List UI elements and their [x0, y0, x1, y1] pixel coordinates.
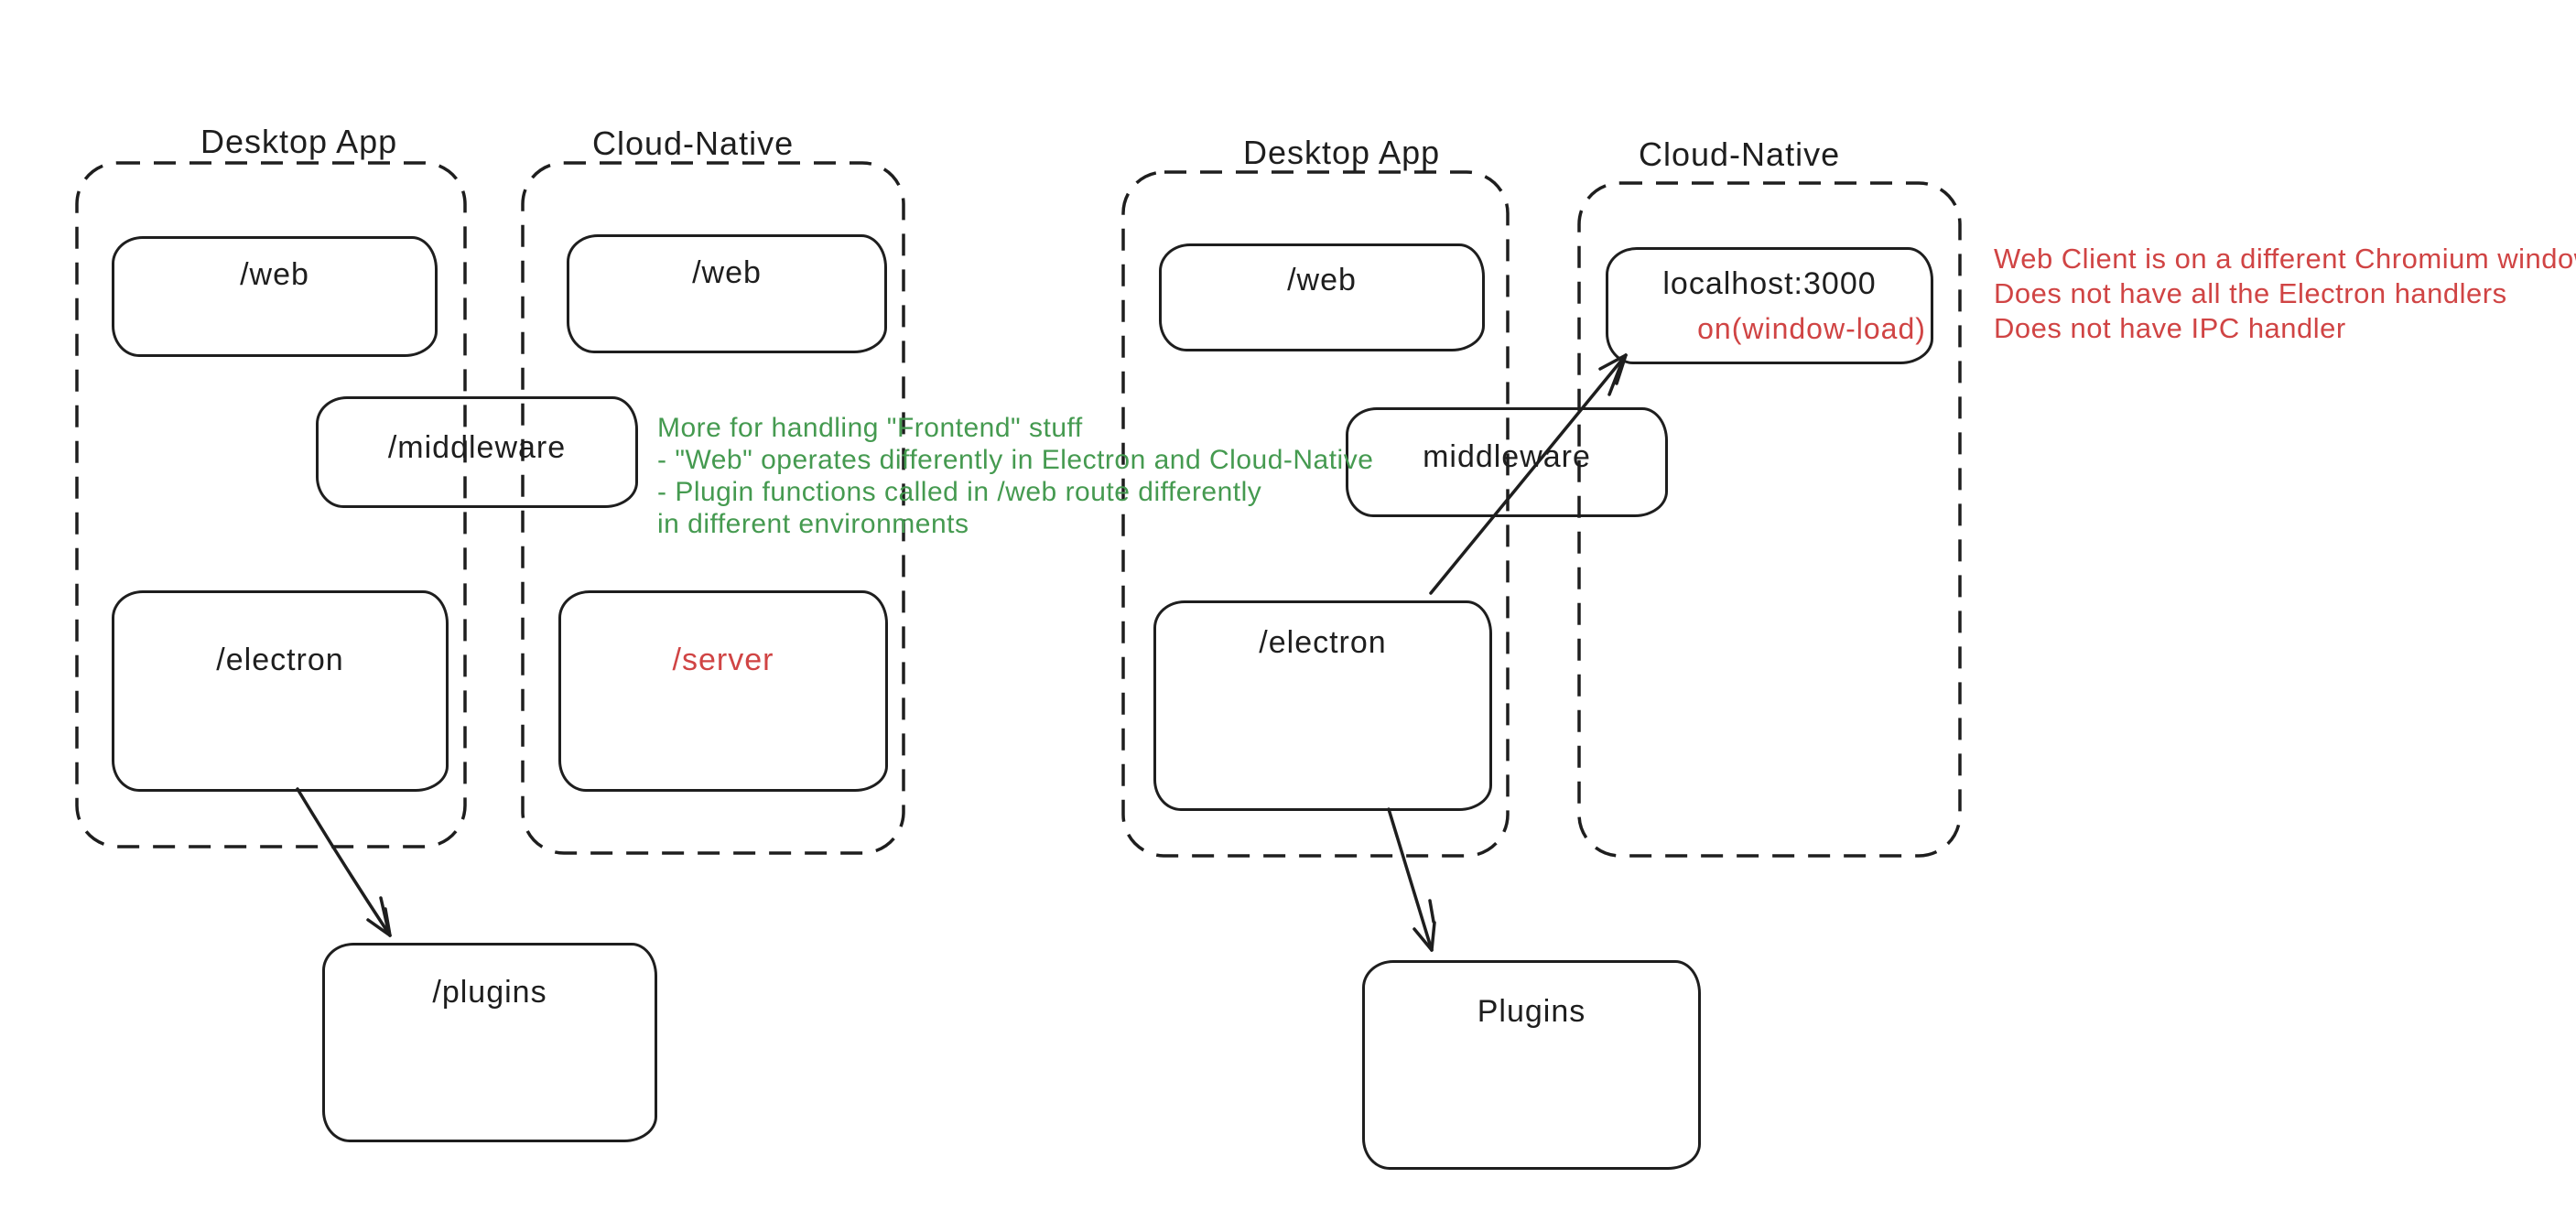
left-node-web-desktop: /web: [112, 236, 438, 357]
right-node-web-desktop-label: /web: [1287, 263, 1357, 297]
left-node-plugins-label: /plugins: [432, 975, 547, 1010]
right-cloud-container-label: Cloud-Native: [1639, 135, 1841, 173]
red-note-line-3: Does not have IPC handler: [1994, 312, 2346, 344]
red-note-line-1: Web Client is on a different Chromium wi…: [1994, 243, 2576, 275]
left-node-web-desktop-label: /web: [240, 257, 309, 292]
green-note-line-1: More for handling "Frontend" stuff: [657, 413, 1083, 443]
left-desktop-container-label: Desktop App: [200, 123, 398, 160]
left-cloud-container-label: Cloud-Native: [592, 124, 795, 162]
right-node-electron-label: /electron: [1259, 625, 1387, 660]
left-node-plugins: /plugins: [322, 943, 657, 1142]
right-node-middleware: middleware: [1346, 407, 1668, 517]
left-node-web-cloud-label: /web: [692, 255, 762, 290]
right-desktop-container-outline: [1121, 170, 1510, 858]
right-cloud-container-outline: [1577, 181, 1962, 858]
right-node-plugins: Plugins: [1362, 960, 1701, 1170]
left-node-server-label: /server: [672, 643, 774, 677]
right-node-localhost: localhost:3000 on(window-load): [1606, 247, 1933, 364]
left-node-electron-label: /electron: [216, 643, 344, 677]
right-node-localhost-event-label: on(window-load): [1697, 312, 1926, 345]
red-note-line-2: Does not have all the Electron handlers: [1994, 277, 2507, 309]
green-note: More for handling "Frontend" stuff - "We…: [657, 412, 1373, 540]
left-node-middleware-label: /middleware: [387, 430, 567, 465]
left-node-electron: /electron: [112, 590, 449, 792]
right-node-localhost-label: localhost:3000: [1662, 266, 1877, 301]
left-desktop-container-outline: [75, 161, 467, 848]
arrow-left-electron-to-plugins: [296, 787, 392, 937]
green-note-line-4: in different environments: [657, 509, 969, 539]
right-node-plugins-label: Plugins: [1477, 994, 1586, 1029]
arrow-right-electron-to-plugins: [1387, 807, 1436, 952]
green-note-line-2: - "Web" operates differently in Electron…: [657, 445, 1374, 475]
left-node-web-cloud: /web: [567, 234, 887, 353]
left-cloud-container-outline: [521, 161, 905, 855]
right-desktop-container-label: Desktop App: [1243, 134, 1441, 171]
right-node-web-desktop: /web: [1159, 243, 1485, 351]
green-note-line-3: - Plugin functions called in /web route …: [657, 477, 1262, 507]
right-node-middleware-label: middleware: [1423, 439, 1591, 474]
left-node-server: /server: [558, 590, 888, 792]
right-node-electron: /electron: [1153, 600, 1492, 811]
red-note: Web Client is on a different Chromium wi…: [1994, 242, 2576, 346]
left-node-middleware: /middleware: [316, 396, 638, 508]
